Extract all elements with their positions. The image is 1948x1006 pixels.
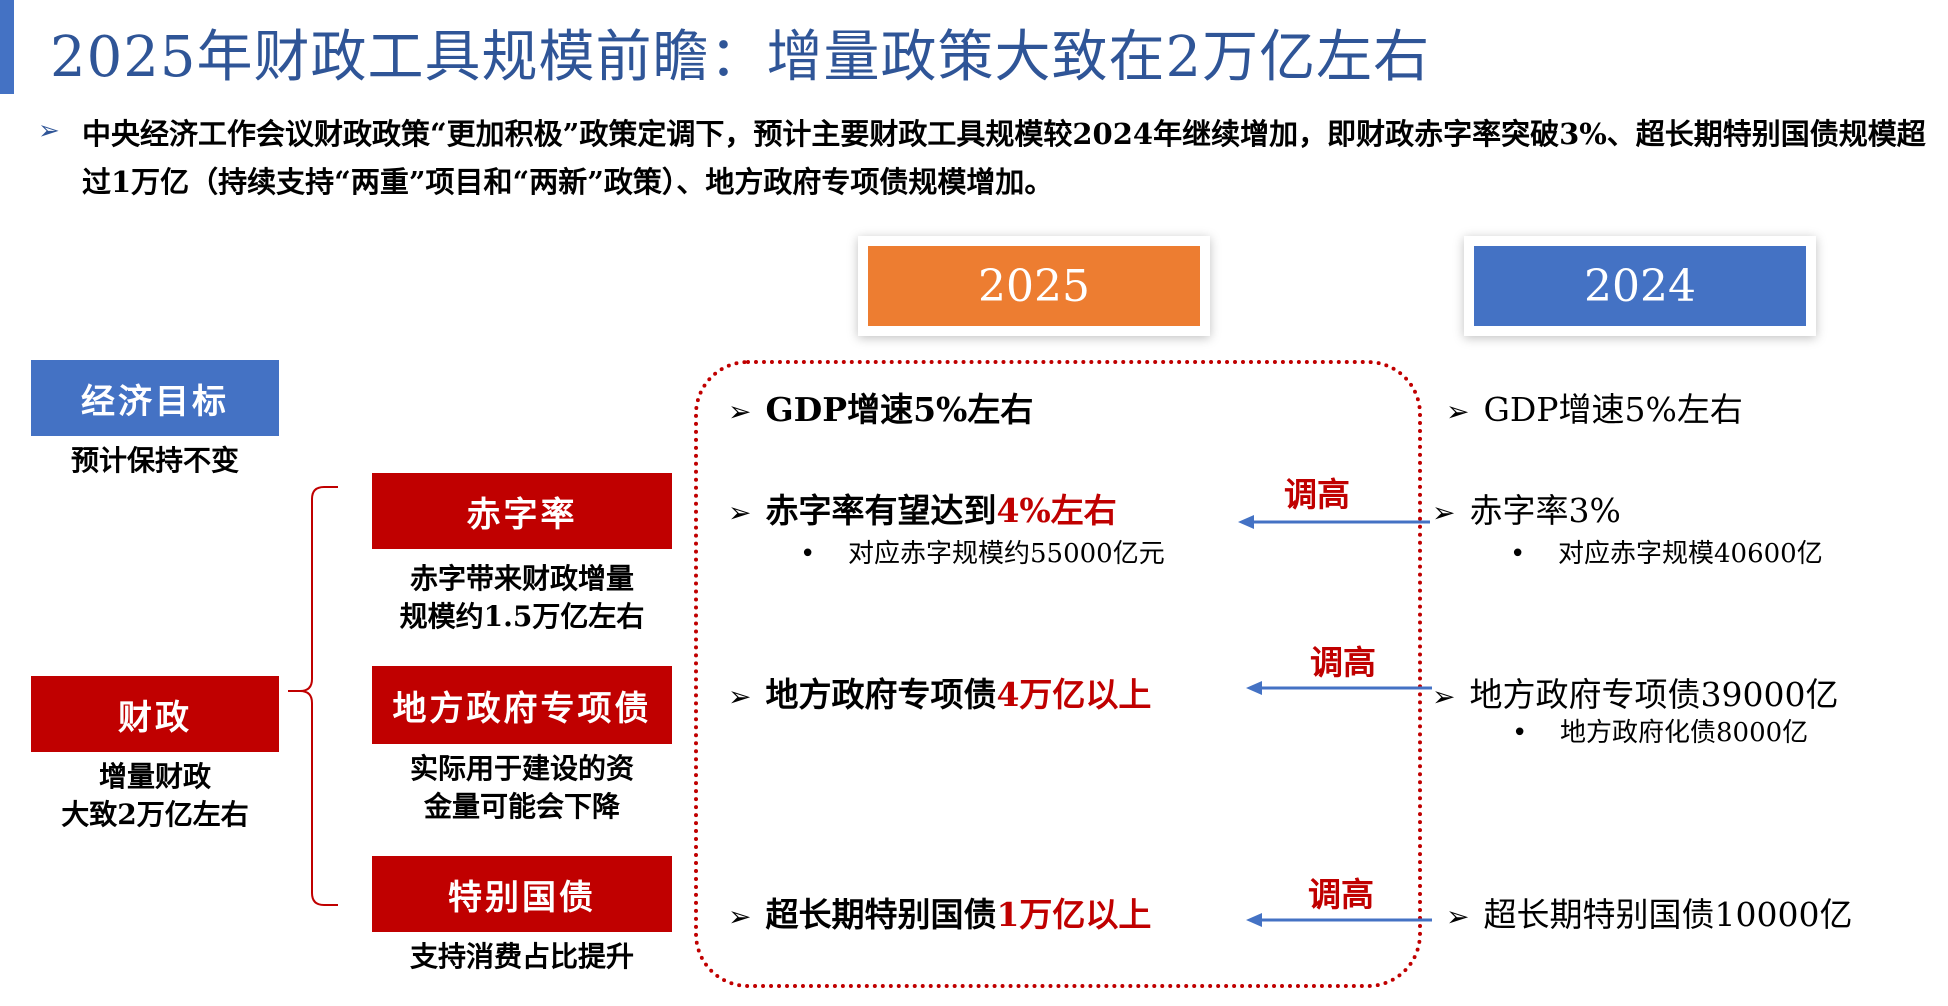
special-2024-item: ➢地方政府专项债39000亿	[1432, 675, 1839, 714]
arrow-left-icon	[1246, 681, 1432, 695]
year-2025-card: 2025	[858, 236, 1210, 336]
arrow-bullet-icon: ➢	[1446, 900, 1470, 933]
special-2025-item: ➢地方政府专项债4万亿以上	[728, 675, 1152, 714]
year-2024-card: 2024	[1464, 236, 1816, 336]
arrow-left-icon	[1246, 913, 1432, 927]
adjust-up-label-special: 调高	[1310, 643, 1376, 682]
special-bond-box: 地方政府专项债	[372, 666, 672, 744]
fiscal-box: 财政	[31, 676, 279, 752]
intro-text: 中央经济工作会议财政政策“更加积极”政策定调下，预计主要财政工具规模较2024年…	[82, 117, 1926, 199]
econ-goal-box: 经济目标	[31, 360, 279, 436]
arrow-bullet-icon: ➢	[1432, 680, 1456, 713]
dot-bullet-icon: •	[1510, 539, 1526, 569]
arrow-bullet-icon: ➢	[728, 900, 752, 933]
deficit-caption-line1: 赤字带来财政增量	[409, 562, 634, 595]
year-2024-label: 2024	[1474, 246, 1806, 326]
deficit-2024-item: ➢赤字率3%	[1432, 491, 1621, 530]
deficit-2025-subitem: •对应赤字规模约55000亿元	[800, 539, 1165, 569]
deficit-caption-line2: 规模约1.5万亿左右	[399, 600, 645, 633]
special-bond-caption-line2: 金量可能会下降	[423, 790, 620, 823]
econ-goal-caption: 预计保持不变	[70, 444, 239, 477]
adjust-up-label-deficit: 调高	[1284, 475, 1350, 514]
adjust-up-label-treasury: 调高	[1308, 875, 1374, 914]
arrow-bullet-icon: ➢	[728, 395, 752, 428]
treasury-caption: 支持消费占比提升	[409, 940, 634, 973]
special-bond-caption-line1: 实际用于建设的资	[409, 752, 634, 785]
treasury-2025-item: ➢超长期特别国债1万亿以上	[728, 895, 1152, 934]
dot-bullet-icon: •	[1512, 718, 1528, 748]
deficit-box: 赤字率	[372, 473, 672, 549]
dot-bullet-icon: •	[800, 539, 816, 569]
arrow-left-icon	[1238, 515, 1430, 529]
arrow-bullet-icon: ➢	[1432, 496, 1456, 529]
deficit-2024-subitem: •对应赤字规模40600亿	[1510, 539, 1823, 569]
bracket-connector	[288, 486, 338, 906]
year-2025-label: 2025	[868, 246, 1200, 326]
fiscal-caption-line1: 增量财政	[98, 760, 211, 793]
treasury-box: 特别国债	[372, 856, 672, 932]
intro-arrow-icon: ➢	[38, 116, 60, 146]
special-bond-caption: 实际用于建设的资 金量可能会下降	[372, 750, 672, 826]
arrow-bullet-icon: ➢	[728, 496, 752, 529]
arrow-bullet-icon: ➢	[728, 680, 752, 713]
title-accent-bar	[0, 0, 14, 94]
gdp-2025-item: ➢GDP增速5%左右	[728, 390, 1034, 429]
fiscal-caption: 增量财政 大致2万亿左右	[31, 758, 279, 834]
fiscal-caption-line2: 大致2万亿左右	[61, 798, 249, 831]
deficit-caption: 赤字带来财政增量 规模约1.5万亿左右	[372, 560, 672, 636]
treasury-2024-item: ➢超长期特别国债10000亿	[1446, 895, 1853, 934]
special-2024-subitem: •地方政府化债8000亿	[1512, 718, 1809, 748]
page-title: 2025年财政工具规模前瞻：增量政策大致在2万亿左右	[50, 25, 1431, 90]
forecast-2025-frame	[694, 360, 1422, 988]
arrow-bullet-icon: ➢	[1446, 395, 1470, 428]
gdp-2024-item: ➢GDP增速5%左右	[1446, 390, 1743, 429]
deficit-2025-item: ➢赤字率有望达到4%左右	[728, 491, 1117, 530]
